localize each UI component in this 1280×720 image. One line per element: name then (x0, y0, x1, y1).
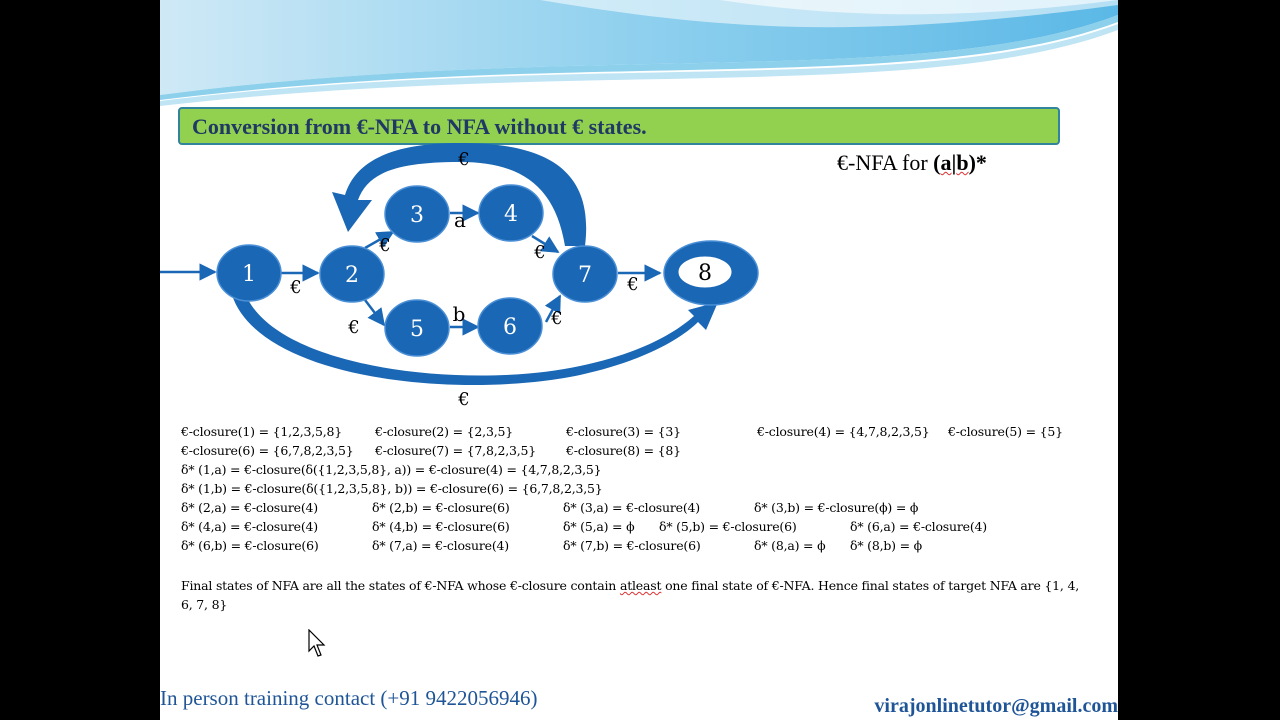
closure-2: €-closure(2) = {2,3,5} (375, 424, 513, 439)
delta-4a: δ* (4,a) = €-closure(4) (181, 519, 318, 534)
delta-7b: δ* (7,b) = €-closure(6) (563, 538, 701, 553)
edge-6-7 (544, 294, 562, 323)
label-loop-7-2: € (457, 149, 469, 170)
title-bar: Conversion from €-NFA to NFA without € s… (178, 107, 1060, 145)
delta-4b: δ* (4,b) = €-closure(6) (372, 519, 510, 534)
regex-close: )* (968, 150, 987, 175)
delta-8b: δ* (8,b) = ϕ (850, 538, 922, 553)
state-3-label: 3 (410, 203, 424, 228)
state-4-label: 4 (504, 202, 518, 227)
regex-open-paren: ( (933, 150, 941, 175)
delta-1b-row: δ* (1,b) = €-closure(δ({1,2,3,5,8}, b)) … (181, 481, 603, 496)
label-5-6: b (453, 302, 466, 326)
delta-7a: δ* (7,a) = €-closure(4) (372, 538, 509, 553)
regex-b: b (956, 150, 969, 175)
delta-5b: δ* (5,b) = €-closure(6) (659, 519, 797, 534)
label-3-4: a (454, 208, 466, 232)
bypass-arrow-1-to-8 (232, 290, 718, 386)
edge-2-3 (364, 230, 395, 250)
delta-5a: δ* (5,a) = ϕ (563, 519, 635, 534)
mouse-cursor-icon (308, 629, 326, 657)
delta-6a: δ* (6,a) = €-closure(4) (850, 519, 987, 534)
final-states-part1: Final states of NFA are all the states o… (181, 578, 620, 593)
label-7-8: € (626, 274, 638, 295)
delta-2b: δ* (2,b) = €-closure(6) (372, 500, 510, 515)
closure-8: €-closure(8) = {8} (566, 443, 681, 458)
state-2-label: 2 (345, 263, 359, 288)
state-1-circle (216, 244, 282, 302)
footer-contact: In person training contact (+91 94220569… (160, 686, 538, 710)
delta-1b: δ* (1,b) = €-closure(δ({1,2,3,5,8}, b)) … (181, 481, 603, 496)
regex-a: a (940, 150, 952, 175)
state-3-circle (384, 185, 450, 243)
edge-4-7 (531, 234, 560, 254)
delta-2a: δ* (2,a) = €-closure(4) (181, 500, 318, 515)
closure-7: €-closure(7) = {7,8,2,3,5} (375, 443, 537, 458)
slide: Conversion from €-NFA to NFA without € s… (160, 0, 1118, 720)
slide-title: Conversion from €-NFA to NFA without € s… (192, 114, 647, 139)
state-7-circle (552, 245, 618, 303)
state-8-inner-circle (677, 255, 733, 289)
state-6-label: 6 (503, 315, 517, 340)
state-7-label: 7 (578, 263, 592, 288)
final-states-paragraph: Final states of NFA are all the states o… (181, 576, 1081, 614)
delta-3b: δ* (3,b) = €-closure(ϕ) = ϕ (754, 500, 919, 515)
state-8-label: 8 (698, 261, 712, 286)
final-states-part2: atleast (619, 578, 662, 593)
final-states-part3: one final state of €-NFA. Hence final st… (181, 578, 1080, 612)
closure-5: €-closure(5) = {5} (948, 424, 1063, 439)
edge-2-5 (364, 299, 386, 327)
label-2-5: € (347, 317, 359, 338)
label-4-7: € (533, 242, 545, 263)
header-wave-decoration (160, 0, 1118, 106)
regex-expression: (a|b)* (933, 150, 987, 175)
label-1-2: € (289, 277, 301, 298)
regex-bar: | (951, 150, 957, 175)
state-5-circle (384, 299, 450, 357)
state-2-circle (319, 245, 385, 303)
delta-8a: δ* (8,a) = ϕ (754, 538, 826, 553)
enfa-diagram: 1 2 3 4 5 6 7 8 € € € a b € € € € € (160, 143, 759, 410)
label-6-7: € (550, 308, 562, 329)
closure-3: €-closure(3) = {3} (566, 424, 681, 439)
delta-6b: δ* (6,b) = €-closure(6) (181, 538, 319, 553)
state-5-label: 5 (410, 317, 424, 342)
closure-1: €-closure(1) = {1,2,3,5,8} (181, 424, 343, 439)
label-bypass-1-8: € (457, 389, 469, 410)
footer-email: virajonlinetutor@gmail.com (874, 695, 1118, 717)
delta-1a: δ* (1,a) = €-closure(δ({1,2,3,5,8}, a)) … (181, 462, 602, 477)
delta-3a: δ* (3,a) = €-closure(4) (563, 500, 700, 515)
label-2-3: € (378, 235, 390, 256)
state-1-label: 1 (242, 262, 256, 287)
closure-4: €-closure(4) = {4,7,8,2,3,5} (757, 424, 930, 439)
caption-prefix: €-NFA for (837, 150, 934, 175)
state-6-circle (477, 297, 543, 355)
closure-6: €-closure(6) = {6,7,8,2,3,5} (181, 443, 354, 458)
state-4-circle (478, 184, 544, 242)
diagram-caption: €-NFA for (a|b)* (837, 150, 987, 176)
delta-1a-row: δ* (1,a) = €-closure(δ({1,2,3,5,8}, a)) … (181, 462, 602, 477)
loop-arrow-7-to-2 (332, 143, 587, 246)
